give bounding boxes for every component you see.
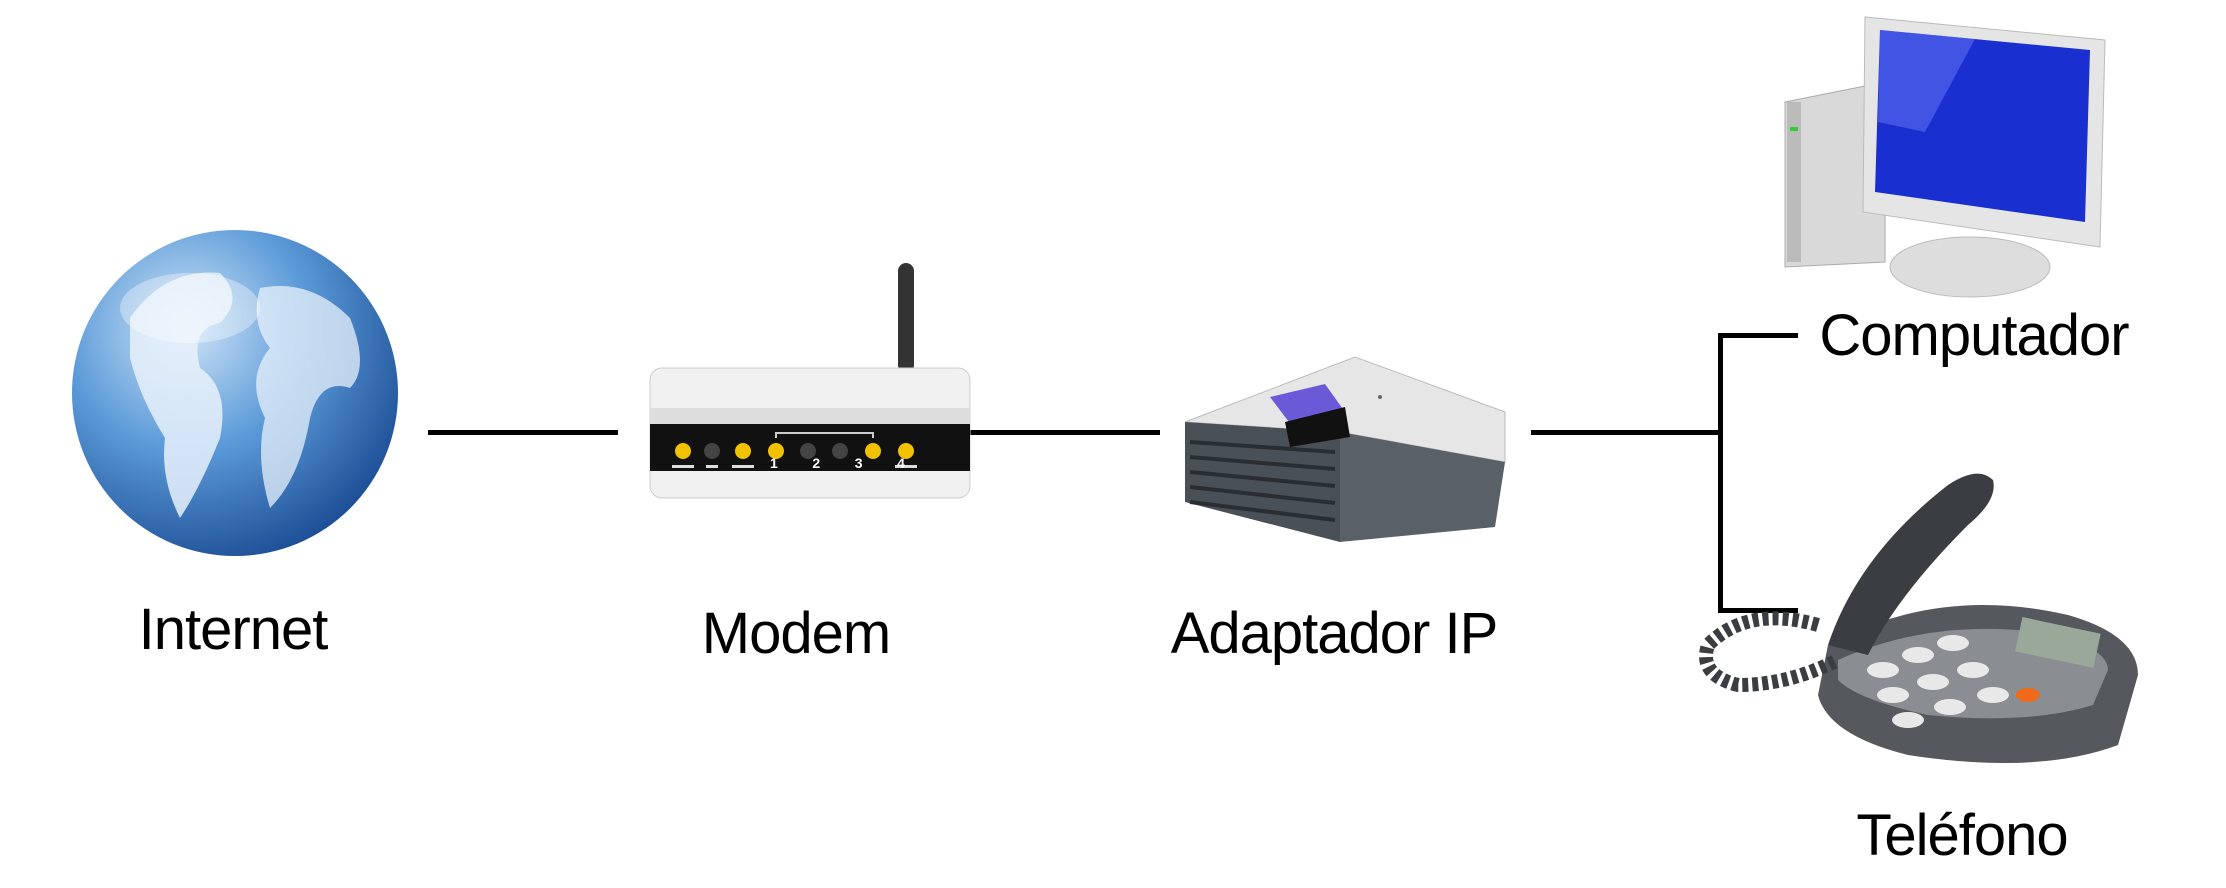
- link-internet-modem: [428, 430, 618, 435]
- node-label-modem: Modem: [701, 601, 891, 666]
- modem-port-labels: 1 2 3 4: [770, 455, 905, 471]
- desk-phone-icon: [1699, 473, 2138, 763]
- branch-vertical: [1718, 333, 1723, 613]
- link-branch-computer: [1718, 333, 1798, 338]
- node-label-internet: Internet: [138, 597, 329, 662]
- node-label-adapter: Adaptador IP: [1170, 601, 1499, 666]
- port-label: 4: [897, 455, 905, 471]
- link-modem-adapter: [968, 430, 1160, 435]
- port-label: 1: [770, 455, 778, 471]
- node-label-phone: Teléfono: [1856, 803, 2068, 868]
- port-label: 2: [812, 455, 821, 471]
- phone-adapter-icon: [1184, 356, 1506, 542]
- desktop-computer-icon: [1784, 16, 2106, 298]
- router-icon: [649, 263, 971, 499]
- status-leds: [675, 443, 914, 459]
- link-adapter-branch: [1531, 430, 1723, 435]
- link-branch-phone: [1718, 608, 1798, 613]
- globe-icon: [72, 230, 398, 556]
- port-label: 3: [854, 455, 863, 471]
- node-label-computer: Computador: [1819, 303, 2129, 368]
